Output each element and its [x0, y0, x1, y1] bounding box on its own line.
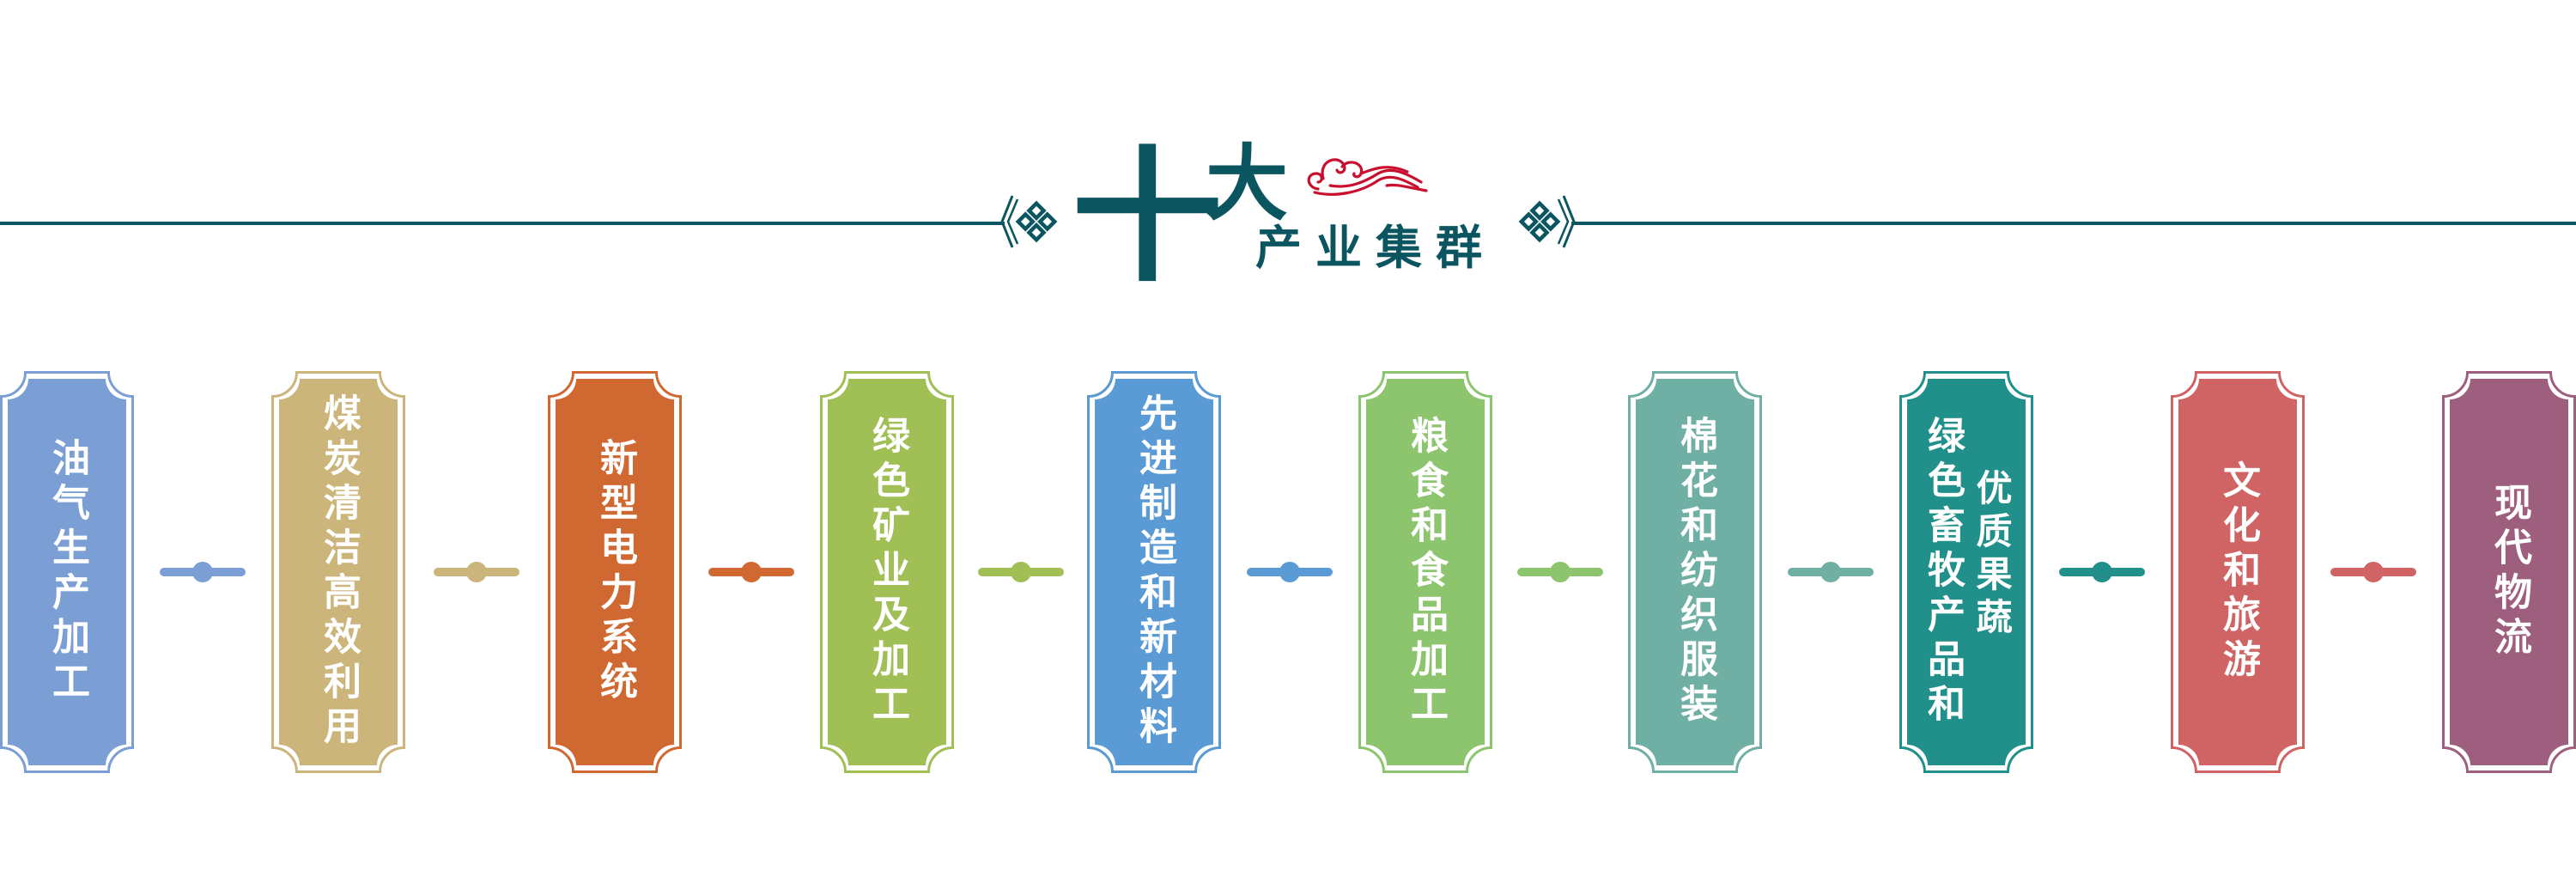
- connector-dot: [466, 562, 487, 582]
- card-outer-border: [2171, 371, 2305, 773]
- card-fill: [828, 379, 946, 765]
- connector-dot: [740, 562, 762, 582]
- card-outer-border: [0, 371, 134, 773]
- card-frame: [1628, 371, 1762, 773]
- card-outer-border: [1358, 371, 1492, 773]
- card-fill: [1366, 379, 1485, 765]
- card-frame: [2171, 371, 2305, 773]
- card-label-column: 现代物流: [2488, 483, 2531, 661]
- header-rule-left: [0, 222, 1005, 225]
- card-outer-border: [548, 371, 682, 773]
- card-label-column: 棉花和纺织服装: [1674, 416, 1717, 728]
- connector-line: [434, 562, 519, 582]
- connector-line: [1517, 562, 1603, 582]
- connector-dot: [1550, 562, 1571, 582]
- card-outer-border: [1087, 371, 1221, 773]
- card-outer-border: [2442, 371, 2576, 773]
- auspicious-cloud-icon: [1307, 158, 1428, 196]
- card-label-column: 绿色畜牧产品和: [1921, 416, 1965, 728]
- card-frame: [2442, 371, 2576, 773]
- card-label-column: 新型电力系统: [593, 438, 637, 706]
- card-outer-border: [820, 371, 954, 773]
- industry-cluster-card: 棉花和纺织服装: [1628, 371, 1762, 773]
- card-frame: [548, 371, 682, 773]
- chinese-knot-icon: [1000, 195, 1058, 248]
- card-label: 文化和旅游: [2171, 371, 2305, 773]
- chinese-knot-icon: [1518, 195, 1576, 248]
- industry-cluster-card: 新型电力系统: [548, 371, 682, 773]
- title-character-ten: 十: [1071, 131, 1224, 301]
- industry-cluster-card: 粮食和食品加工: [1358, 371, 1492, 773]
- card-fill: [2178, 379, 2297, 765]
- page-subtitle: 产业集群: [1255, 221, 1496, 275]
- card-fill: [1636, 379, 1754, 765]
- industry-cluster-card: 文化和旅游: [2171, 371, 2305, 773]
- card-label-column: 绿色矿业及加工: [866, 416, 909, 728]
- card-frame: [820, 371, 954, 773]
- card-label: 煤炭清洁高效利用: [271, 371, 405, 773]
- card-label: 粮食和食品加工: [1358, 371, 1492, 773]
- card-frame: [0, 371, 134, 773]
- connector-dot: [1820, 562, 1841, 582]
- card-label: 棉花和纺织服装: [1628, 371, 1762, 773]
- connector-dot: [1010, 562, 1031, 582]
- card-frame: [271, 371, 405, 773]
- connector-line: [2059, 562, 2145, 582]
- industry-cluster-card: 煤炭清洁高效利用: [271, 371, 405, 773]
- card-frame: [1087, 371, 1221, 773]
- card-outer-border: [1899, 371, 2033, 773]
- industry-cluster-card: 现代物流: [2442, 371, 2576, 773]
- card-fill: [1095, 379, 1213, 765]
- card-label: 绿色畜牧产品和优质果蔬: [1899, 371, 2033, 773]
- industry-cluster-card: 先进制造和新材料: [1087, 371, 1221, 773]
- connector-dot: [2363, 562, 2384, 582]
- card-label-column: 文化和旅游: [2216, 460, 2260, 684]
- card-label: 绿色矿业及加工: [820, 371, 954, 773]
- card-fill: [279, 379, 398, 765]
- card-label-column: 先进制造和新材料: [1133, 393, 1176, 751]
- card-fill: [8, 379, 126, 765]
- card-fill: [556, 379, 674, 765]
- card-label-column: 油气生产加工: [46, 438, 89, 706]
- title-character-big: 大: [1206, 135, 1288, 232]
- card-frame: [1358, 371, 1492, 773]
- card-frame: [1899, 371, 2033, 773]
- card-label: 油气生产加工: [0, 371, 134, 773]
- card-fill: [2450, 379, 2568, 765]
- connector-dot: [1279, 562, 1300, 582]
- industry-cluster-card: 绿色矿业及加工: [820, 371, 954, 773]
- card-label-column: 煤炭清洁高效利用: [317, 393, 361, 751]
- connector-line: [977, 562, 1064, 582]
- card-outer-border: [1628, 371, 1762, 773]
- industry-cluster-card: 油气生产加工: [0, 371, 134, 773]
- card-outer-border: [271, 371, 405, 773]
- connector-line: [1788, 562, 1874, 582]
- connector-dot: [2092, 562, 2112, 582]
- connector-dot: [192, 562, 213, 582]
- card-label: 现代物流: [2442, 371, 2576, 773]
- card-label-column: 粮食和食品加工: [1404, 416, 1448, 728]
- card-label-column: 优质果蔬: [1971, 469, 2013, 641]
- connector-line: [1247, 562, 1333, 582]
- connector-line: [2330, 562, 2416, 582]
- header-rule-right: [1571, 222, 2576, 225]
- card-label: 先进制造和新材料: [1087, 371, 1221, 773]
- industry-cluster-card: 绿色畜牧产品和优质果蔬: [1899, 371, 2033, 773]
- connector-line: [708, 562, 794, 582]
- connector-line: [160, 562, 246, 582]
- card-label: 新型电力系统: [548, 371, 682, 773]
- card-fill: [1907, 379, 2026, 765]
